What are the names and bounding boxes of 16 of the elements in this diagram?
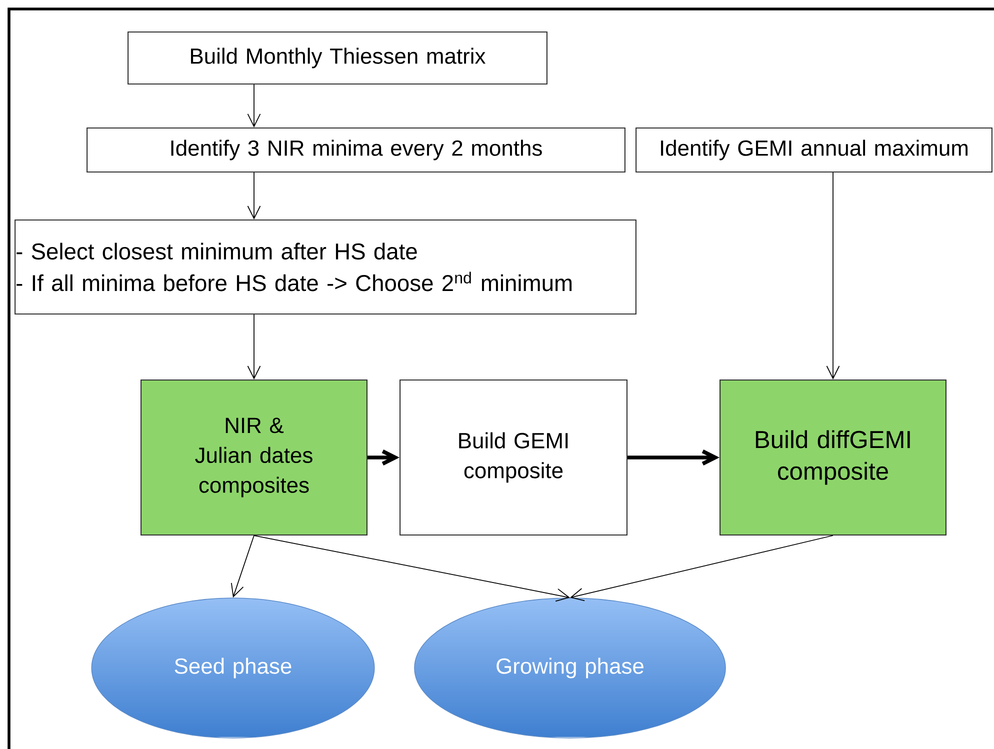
arrow: [826, 172, 840, 380]
arrow: [247, 84, 261, 128]
process-box: Build GEMI composite: [400, 379, 628, 536]
process-box: Identify GEMI annual maximum: [636, 127, 992, 173]
process-box: - Select closest minimum after HS date - If all minima before HS date -> Choose 2$^{nd}$ minimum: [14, 219, 636, 314]
process-box: Build diffGEMI composite: [720, 379, 946, 536]
process-box: NIR & Julian dates composites: [140, 379, 368, 536]
process-box: Build Monthly Thiessen matrix: [128, 31, 548, 85]
arrow: [254, 535, 570, 602]
arrow: [247, 172, 261, 220]
arrow: [230, 535, 254, 598]
arrow: [368, 450, 400, 466]
arrow: [628, 450, 720, 466]
process-box: Identify 3 NIR minima every 2 months: [86, 127, 626, 173]
arrow: [247, 314, 261, 380]
arrow: [570, 535, 834, 602]
